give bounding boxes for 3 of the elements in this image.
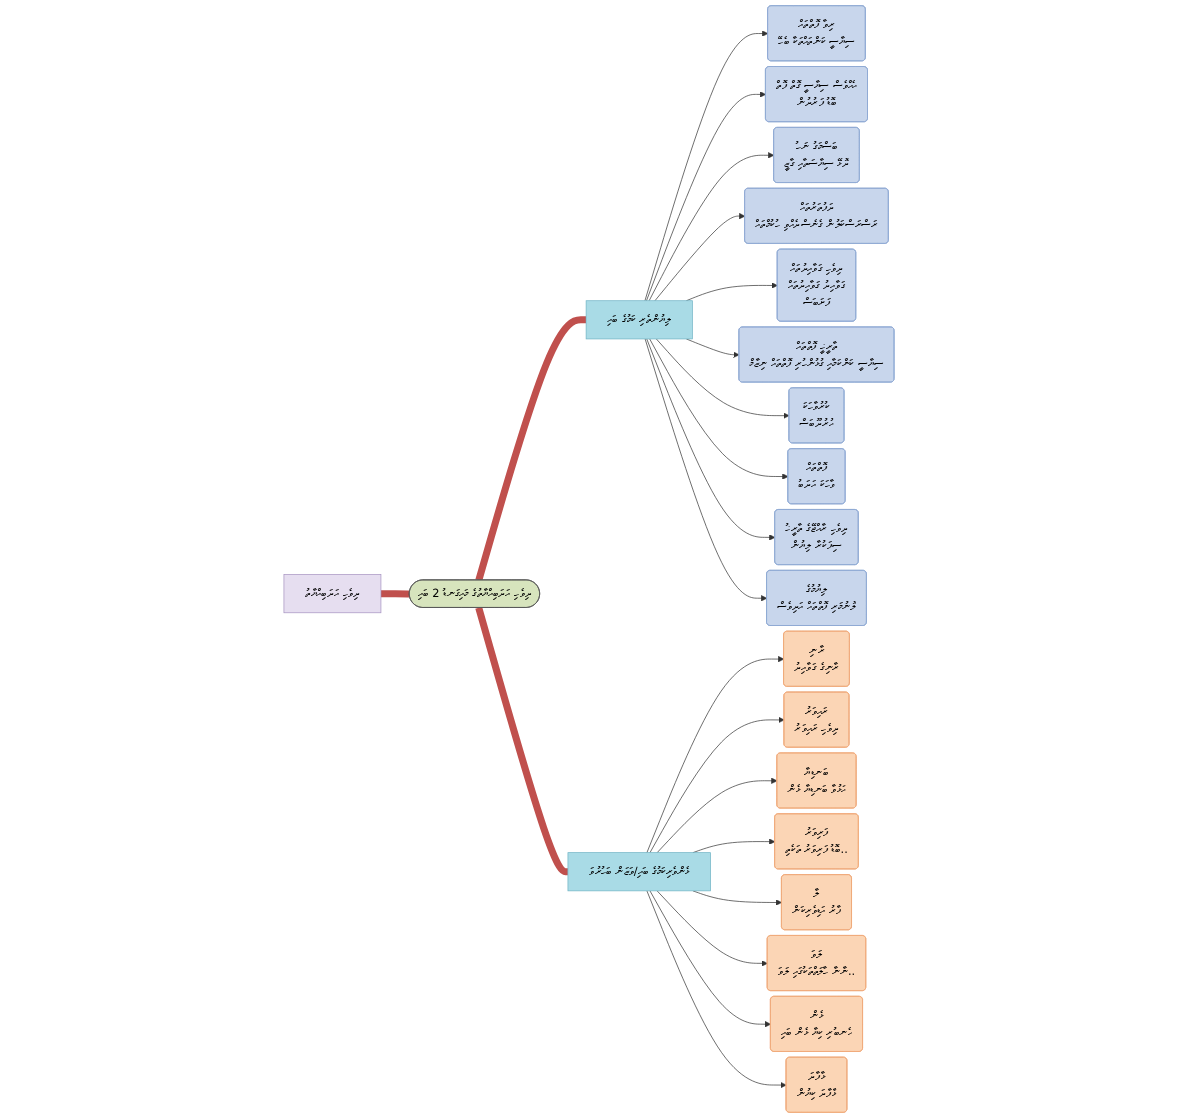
connector [475, 316, 587, 582]
connector [475, 606, 570, 876]
connector [379, 590, 411, 598]
